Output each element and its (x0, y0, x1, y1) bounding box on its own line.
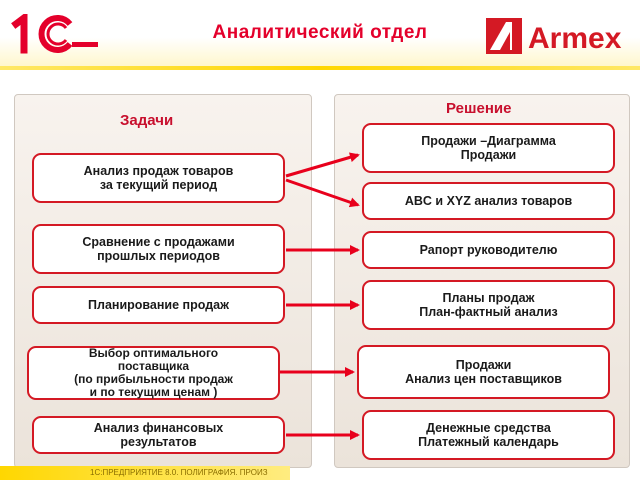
solution-box: ABC и XYZ анализ товаров (362, 182, 615, 220)
task-label: Анализ финансовых результатов (93, 421, 224, 449)
page-title: Аналитический отдел (212, 22, 428, 43)
solution-label: Денежные средства Платежный календарь (418, 421, 559, 449)
solution-label: Рапорт руководителю (419, 243, 558, 257)
header-divider (0, 66, 640, 70)
solution-box: Продажи Анализ цен поставщиков (357, 345, 610, 399)
armex-logo: Armex (486, 18, 622, 55)
task-box: Планирование продаж (32, 286, 285, 324)
footer-text: 1С:ПРЕДПРИЯТИЕ 8.0. ПОЛИГРАФИЯ. ПРОИЗ (90, 468, 268, 477)
solution-box: Денежные средства Платежный календарь (362, 410, 615, 460)
solutions-title: Решение (446, 100, 512, 117)
task-box: Выбор оптимального поставщика (по прибыл… (27, 346, 280, 400)
solution-label: Продажи Анализ цен поставщиков (405, 358, 562, 386)
task-box: Анализ финансовых результатов (32, 416, 285, 454)
footer-bar (0, 466, 290, 480)
tasks-title: Задачи (120, 112, 174, 129)
header-band (0, 0, 640, 68)
task-label: Анализ продаж товаров за текущий период (83, 164, 234, 192)
task-label: Выбор оптимального поставщика (по прибыл… (74, 346, 233, 399)
solution-box: Рапорт руководителю (362, 231, 615, 269)
task-box: Анализ продаж товаров за текущий период (32, 153, 285, 203)
solution-box: Продажи –Диаграмма Продажи (362, 123, 615, 173)
task-label: Планирование продаж (88, 298, 229, 312)
svg-text:Armex: Armex (528, 22, 622, 55)
solution-label: Продажи –Диаграмма Продажи (421, 134, 556, 162)
task-box: Сравнение с продажами прошлых периодов (32, 224, 285, 274)
tasks-panel (14, 94, 312, 468)
solution-label: Планы продаж План-фактный анализ (419, 291, 558, 319)
solution-label: ABC и XYZ анализ товаров (404, 194, 573, 208)
1c-logo (11, 14, 98, 54)
task-label: Сравнение с продажами прошлых периодов (82, 235, 235, 263)
solution-box: Планы продаж План-фактный анализ (362, 280, 615, 330)
